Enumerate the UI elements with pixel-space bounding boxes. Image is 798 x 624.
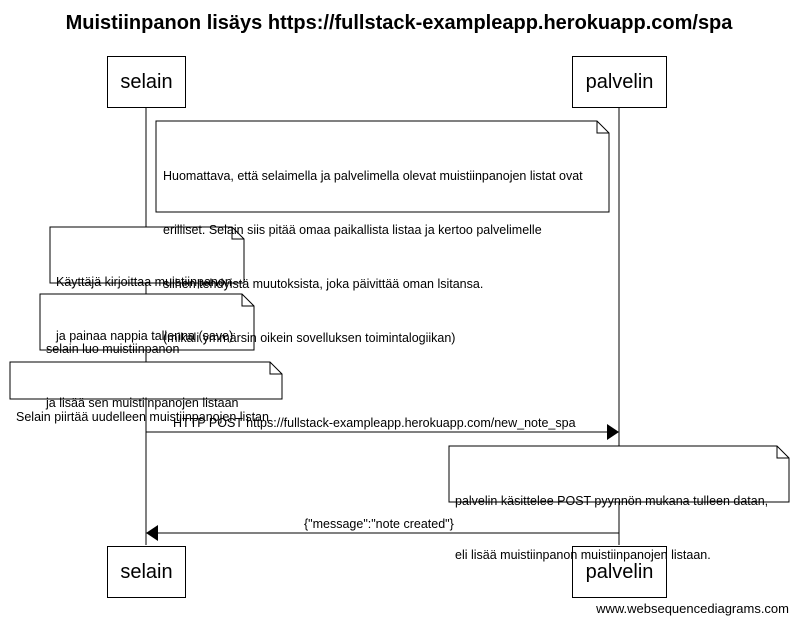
participant-browser-top: selain [107,56,186,108]
participant-server-bottom: palvelin [572,546,667,598]
note-text-3: selain luo muistiinpanon ja lisää sen mu… [46,304,238,430]
note-fold-3 [241,294,254,307]
note-5-line-2: eli lisää muistiinpanon muistiinpanojen … [455,548,711,562]
message-arrowhead-2 [146,525,158,541]
note-1-line-2: erilliset. Selain siis pitää omaa paikal… [163,223,542,237]
watermark: www.websequencediagrams.com [596,601,789,616]
message-label-2: {"message":"note created"} [304,517,454,531]
participant-server-top: palvelin [572,56,667,108]
note-shape-5 [448,445,790,503]
note-shape-2 [49,226,245,284]
note-1-line-1: Huomattava, että selaimella ja palvelime… [163,169,583,183]
participant-browser-bottom: selain [107,546,186,598]
message-label-1: HTTP POST https://fullstack-exampleapp.h… [173,416,576,430]
note-fold-1 [596,121,609,134]
note-4-line-1: Selain piirtää uudelleen muistiinpanojen… [16,410,269,424]
note-1-line-4: (mikäli ymmärsin oikein sovelluksen toim… [163,331,456,345]
note-3-line-2: ja lisää sen muistiinpanojen listaan [46,396,239,410]
note-2-line-1: Käyttäjä kirjoittaa muistiinpanon [56,275,232,289]
note-3-line-1: selain luo muistiinpanon [46,342,180,356]
note-2-line-2: ja painaa nappia tallenna (save) [56,329,234,343]
note-text-4: Selain piirtää uudelleen muistiinpanojen… [16,372,269,444]
note-fold-2 [231,227,244,240]
note-shape-1 [155,120,610,213]
note-fold-4 [269,362,282,375]
note-text-5: palvelin käsittelee POST pyynnön mukana … [455,456,768,582]
note-text-1: Huomattava, että selaimella ja palvelime… [163,131,583,365]
note-1-line-3: siihen tehdyistä muutoksista, joka päivi… [163,277,484,291]
note-shape-3 [39,293,255,351]
note-5-line-1: palvelin käsittelee POST pyynnön mukana … [455,494,769,508]
note-shape-4 [9,361,283,400]
diagram-title: Muistiinpanon lisäys https://fullstack-e… [65,12,733,34]
note-fold-5 [776,446,789,459]
note-text-2: Käyttäjä kirjoittaa muistiinpanon ja pai… [56,237,233,363]
message-arrowhead-1 [607,424,619,440]
